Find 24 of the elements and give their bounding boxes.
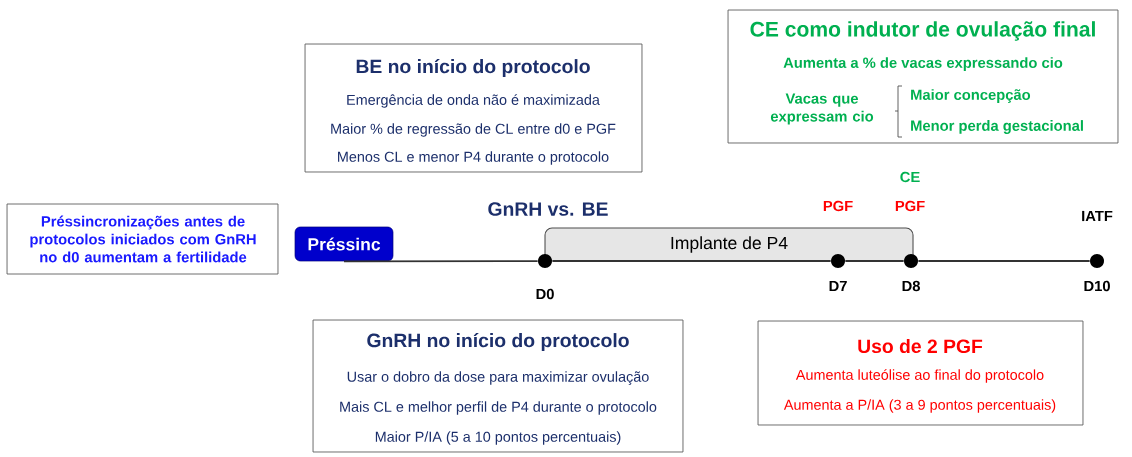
implant-bar: Implante de P4 [544, 227, 914, 262]
day-label: D0 [536, 288, 554, 300]
timeline-dot [1090, 254, 1104, 268]
event-label: IATF [1082, 210, 1113, 222]
event-label: GnRH vs. BE [488, 202, 608, 216]
timeline-dot [538, 254, 552, 268]
text-box: Préssincronizações antes de protocolos iniciados com GnRH no d0 aumentam a fertilidade [6, 203, 279, 275]
text-box: Uso de 2 PGF Aumenta luteólise ao final do protocolo Aumenta a P/IA (3 a 9 pontos percentuais) [757, 320, 1084, 426]
day-label: D10 [1084, 280, 1110, 292]
timeline-dot [831, 254, 845, 268]
day-label: D8 [902, 280, 920, 292]
timeline-line [551, 260, 832, 262]
timeline-line [844, 260, 905, 262]
timeline-line [343, 260, 539, 263]
timeline-dot [904, 254, 918, 268]
event-label: PGF [895, 200, 925, 212]
day-label: D7 [829, 280, 847, 292]
event-label: CE [900, 171, 920, 183]
text-box: CE como indutor de ovulação final Aumenta a % de vacas expressando cio Vacas que expressam cio Maior concepção Menor perda gestacional [727, 9, 1119, 144]
event-label: PGF [823, 200, 853, 212]
phase-box: Préssinc [294, 226, 394, 262]
timeline-line [917, 260, 1091, 262]
text-box: BE no início do protocolo Emergência de onda não é maximizada Maior % de regressão de CL entre d0 e PGF Menos CL e menor P4 durante o protocolo [304, 43, 643, 173]
text-box: GnRH no início do protocolo Usar o dobro da dose para maximizar ovulação Mais CL e melhor perfil de P4 durante o protocolo Maior P/IA (5 a 10 pontos percentuais) [312, 319, 684, 453]
